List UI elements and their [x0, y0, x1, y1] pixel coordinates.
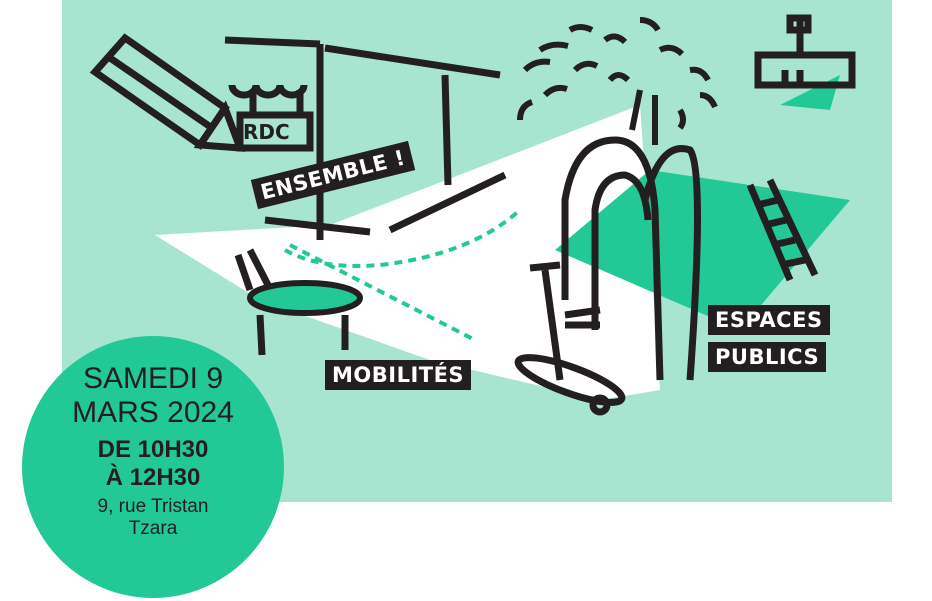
event-time-from: DE 10H30 [97, 436, 209, 463]
green-roof-patch [780, 75, 840, 110]
event-time-to: À 12H30 [105, 464, 201, 491]
event-info-circle: SAMEDI 9 MARS 2024 DE 10H30 À 12H30 9, r… [22, 336, 284, 598]
table-top [247, 280, 363, 316]
green-lawn [555, 170, 850, 330]
event-day: SAMEDI 9 [82, 362, 224, 395]
tag-espaces: ESPACES [708, 305, 830, 335]
tree-foliage [517, 17, 718, 145]
pencil-icon [89, 33, 246, 152]
event-month-year: MARS 2024 [72, 396, 234, 429]
tag-publics: PUBLICS [708, 342, 827, 372]
white-street [155, 105, 660, 400]
event-address-line1: 9, rue Tristan [97, 496, 209, 517]
mobility-arrows [284, 208, 522, 342]
tag-mobilites: MOBILITÉS [325, 360, 472, 390]
event-address-line2: Tzara [128, 518, 178, 539]
shop-sign-rdc: RDC [243, 120, 290, 144]
